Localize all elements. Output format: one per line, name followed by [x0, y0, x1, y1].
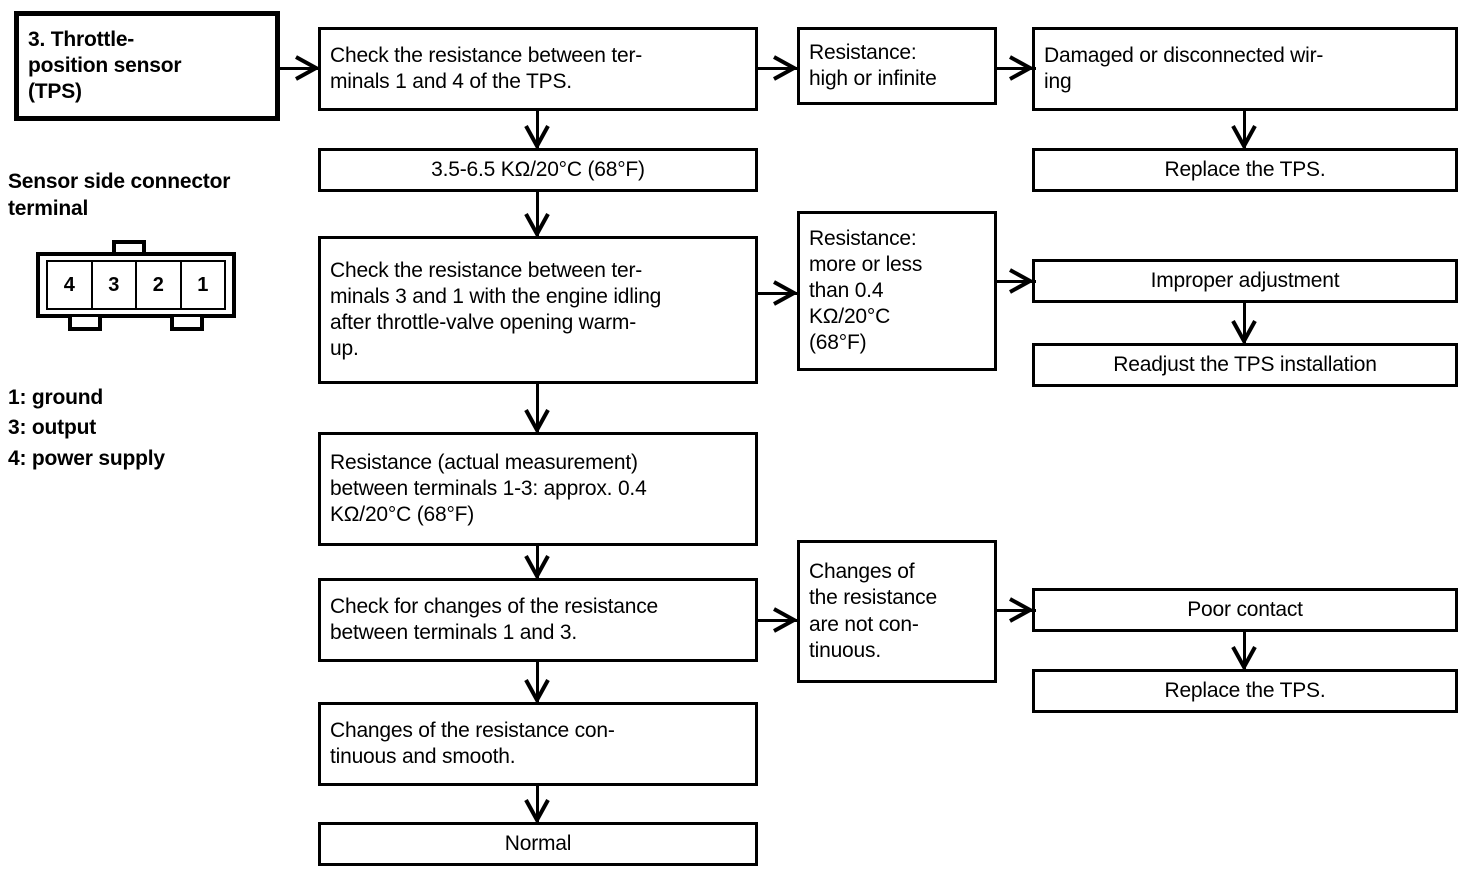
- connector-actual-to-checkchanges: [536, 545, 539, 580]
- result-readjust-tps-installation: Readjust the TPS installation: [1032, 343, 1458, 387]
- connector-checkchanges-to-branch3: [757, 619, 800, 622]
- branch-resistance-more-or-less-text: Resistance: more or less than 0.4 KΩ/20°…: [809, 226, 923, 355]
- step-normal-text: Normal: [504, 831, 572, 855]
- step-spec-3p5-6p5: 3.5-6.5 KΩ/20°C (68°F): [318, 148, 758, 192]
- step-actual-measurement-text: Resistance (actual measurement) between …: [330, 450, 647, 527]
- arrowhead-step1-to-spec: [522, 121, 552, 151]
- branch-resistance-high-or-infinite-text: Resistance: high or infinite: [809, 40, 937, 90]
- pin-legend-item-1: 1: ground: [8, 386, 104, 409]
- step-check-changes-1-3-text: Check for changes of the resistance betw…: [330, 594, 659, 644]
- pin-legend-item-3: 3: output: [8, 416, 97, 440]
- arrowhead-actual-to-checkchanges: [522, 551, 552, 581]
- connector-pin-2: 2: [137, 262, 182, 308]
- arrowhead-checkchanges-to-smooth: [522, 675, 552, 705]
- result-poor-contact: Poor contact: [1032, 588, 1458, 632]
- result-improper-adjustment-text: Improper adjustment: [1150, 268, 1340, 292]
- connector-poorcontact-to-replace: [1243, 631, 1246, 671]
- step-check-resistance-3-1-idling: Check the resistance between ter- minals…: [318, 236, 758, 384]
- branch-resistance-high-or-infinite: Resistance: high or infinite: [797, 27, 997, 105]
- step-actual-measurement: Resistance (actual measurement) between …: [318, 432, 758, 546]
- arrowhead-checkchanges-to-branch3: [770, 605, 800, 635]
- connector-branch2-to-improper: [996, 280, 1036, 283]
- result-damaged-or-disconnected-wiring-text: Damaged or disconnected wir- ing: [1044, 43, 1324, 93]
- connector-step2-to-branch2: [757, 292, 800, 295]
- connector-checkchanges-to-smooth: [536, 661, 539, 704]
- connector-pin-3: 3: [93, 262, 137, 308]
- result-replace-tps-contact-text: Replace the TPS.: [1164, 678, 1326, 702]
- result-replace-tps-wiring: Replace the TPS.: [1032, 148, 1458, 192]
- result-readjust-tps-installation-text: Readjust the TPS installation: [1113, 352, 1377, 376]
- step-check-changes-1-3: Check for changes of the resistance betw…: [318, 578, 758, 662]
- arrowhead-branch3-to-poorcontact: [1006, 595, 1036, 625]
- step-check-resistance-1-4-text: Check the resistance between ter- minals…: [330, 43, 643, 93]
- connector-spec-to-step2: [536, 191, 539, 238]
- result-improper-adjustment: Improper adjustment: [1032, 259, 1458, 303]
- step-spec-3p5-6p5-text: 3.5-6.5 KΩ/20°C (68°F): [431, 157, 645, 181]
- step-changes-continuous-smooth: Changes of the resistance con- tinuous a…: [318, 702, 758, 786]
- connector-title-to-step1: [280, 67, 320, 70]
- result-replace-tps-wiring-text: Replace the TPS.: [1164, 157, 1326, 181]
- result-replace-tps-contact: Replace the TPS.: [1032, 669, 1458, 713]
- connector-improper-to-readjust: [1243, 302, 1246, 345]
- connector-damaged-to-replace: [1243, 110, 1246, 150]
- pin-legend-item-4: 4: power supply: [8, 446, 165, 470]
- connector-step1-to-spec: [536, 110, 539, 150]
- arrowhead-step1-to-branch1: [770, 53, 800, 83]
- connector-step2-to-actual: [536, 383, 539, 434]
- arrowhead-damaged-to-replace: [1229, 121, 1259, 151]
- connector-branch1-to-damaged: [996, 67, 1036, 70]
- connector-branch3-to-poorcontact: [996, 609, 1036, 612]
- connector-pin-row: 4 3 2 1: [46, 260, 226, 310]
- arrowhead-improper-to-readjust: [1229, 316, 1259, 346]
- step-check-resistance-1-4: Check the resistance between ter- minals…: [318, 27, 758, 111]
- arrowhead-step2-to-actual: [522, 405, 552, 435]
- arrowhead-branch2-to-improper: [1006, 266, 1036, 296]
- connector-pin-1: 1: [197, 273, 209, 296]
- connector-tab-top: [112, 240, 146, 254]
- pin-legend: 1: ground 3: output 4: power supply: [8, 383, 165, 474]
- branch-changes-not-continuous-text: Changes of the resistance are not con- t…: [809, 560, 937, 662]
- connector-pin-4: 4: [48, 262, 93, 308]
- sensor-side-connector-caption: Sensor side connector terminal: [8, 170, 231, 221]
- arrowhead-step2-to-branch2: [770, 278, 800, 308]
- connector-tab-bottom-left: [68, 317, 102, 331]
- step-normal: Normal: [318, 822, 758, 866]
- title-box-throttle-position-sensor: 3. Throttle- position sensor (TPS): [14, 11, 280, 121]
- arrowhead-title-to-step1: [292, 53, 322, 83]
- connector-tab-bottom-right: [170, 317, 204, 331]
- arrowhead-branch1-to-damaged: [1006, 53, 1036, 83]
- arrowhead-poorcontact-to-replace: [1229, 642, 1259, 672]
- result-poor-contact-text: Poor contact: [1187, 597, 1303, 621]
- result-damaged-or-disconnected-wiring: Damaged or disconnected wir- ing: [1032, 27, 1458, 111]
- arrowhead-smooth-to-normal: [522, 795, 552, 825]
- branch-resistance-more-or-less: Resistance: more or less than 0.4 KΩ/20°…: [797, 211, 997, 371]
- step-check-resistance-3-1-idling-text: Check the resistance between ter- minals…: [330, 258, 662, 361]
- branch-changes-not-continuous: Changes of the resistance are not con- t…: [797, 540, 997, 683]
- arrowhead-spec-to-step2: [522, 209, 552, 239]
- connector-step1-to-branch1: [757, 67, 800, 70]
- connector-smooth-to-normal: [536, 785, 539, 824]
- title-box-text: 3. Throttle- position sensor (TPS): [28, 27, 182, 104]
- sensor-side-connector-terminal-diagram: 4 3 2 1: [20, 240, 250, 360]
- step-changes-continuous-smooth-text: Changes of the resistance con- tinuous a…: [330, 718, 615, 768]
